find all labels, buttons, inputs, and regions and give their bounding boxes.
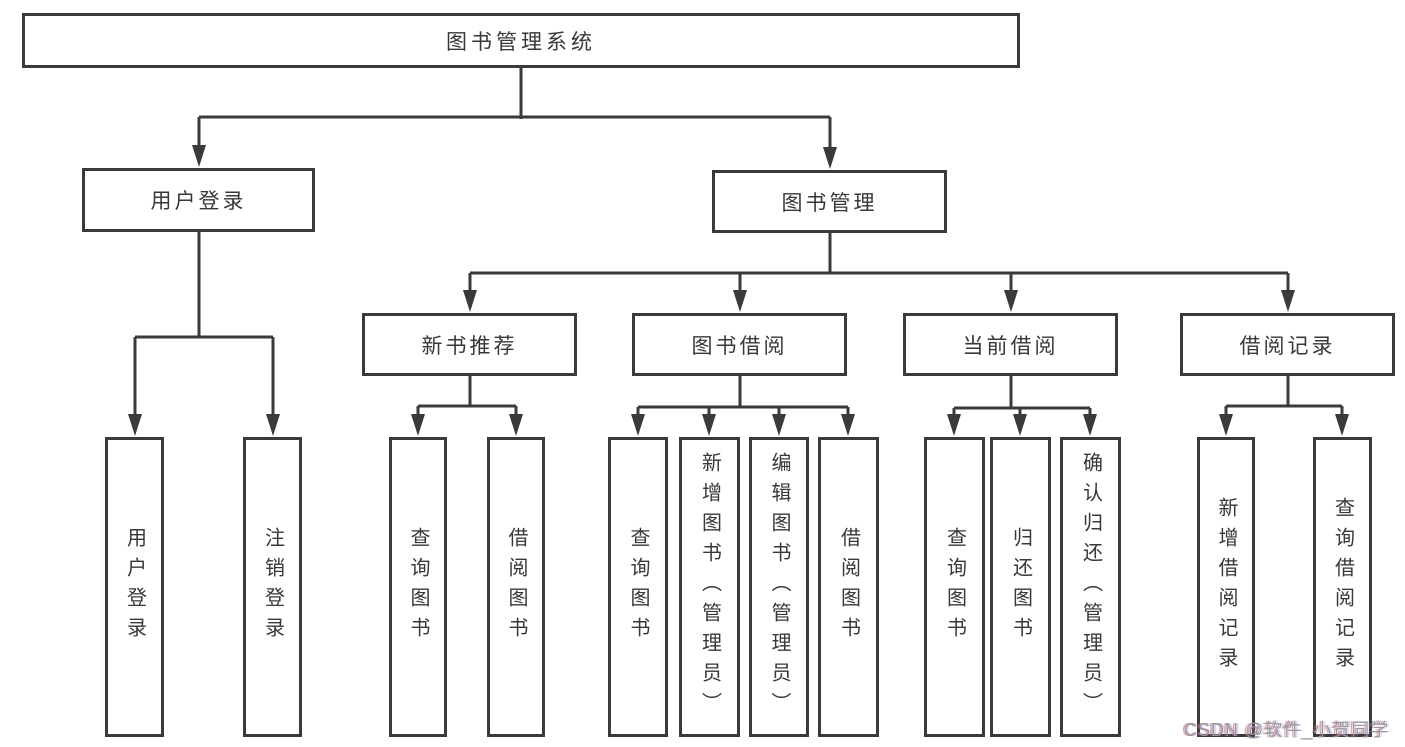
node-label: 借阅记录 — [1239, 334, 1336, 358]
arrow-down-icon — [1281, 290, 1295, 312]
node-label: 查询图书 — [627, 527, 649, 647]
leaf-logout: 注销登录 — [243, 437, 302, 737]
leaf-borrow-query-books: 查询图书 — [608, 437, 668, 737]
arrow-down-icon — [266, 414, 280, 436]
node-label: 查询借阅记录 — [1331, 497, 1354, 677]
node-label: 新增图书（管理员） — [698, 452, 721, 722]
node-book-management: 图书管理 — [712, 170, 947, 233]
leaf-recommend-query-books: 查询图书 — [389, 437, 447, 737]
node-label: 编辑图书（管理员） — [768, 452, 790, 722]
leaf-user-login: 用户登录 — [105, 437, 164, 737]
leaf-borrow-add-books-admin: 新增图书（管理员） — [679, 437, 740, 737]
arrow-down-icon — [702, 414, 716, 436]
csdn-watermark: CSDN @软件_小贺同学 — [1184, 720, 1390, 740]
leaf-current-confirm-return-admin: 确认归还（管理员） — [1060, 437, 1121, 737]
node-label: 归还图书 — [1009, 527, 1032, 647]
node-label: 图书借阅 — [691, 334, 788, 358]
node-label: 图书管理 — [781, 191, 878, 215]
node-new-book-recommend: 新书推荐 — [362, 313, 577, 376]
node-user-login: 用户登录 — [82, 168, 315, 232]
leaf-current-return-books: 归还图书 — [990, 437, 1051, 737]
node-label: 借阅图书 — [837, 527, 860, 647]
node-label: 借阅图书 — [505, 527, 527, 647]
node-label: 用户登录 — [123, 527, 146, 647]
leaf-current-query-books: 查询图书 — [924, 437, 985, 737]
connector-path — [133, 68, 1344, 420]
arrow-down-icon — [411, 414, 425, 436]
node-label: 查询图书 — [407, 527, 429, 647]
arrow-down-icon — [733, 290, 747, 312]
arrow-down-icon — [128, 414, 142, 436]
leaf-recommend-borrow-books: 借阅图书 — [487, 437, 545, 737]
arrow-down-icon — [463, 290, 477, 312]
arrow-down-icon — [192, 145, 206, 167]
node-label: 确认归还（管理员） — [1079, 452, 1102, 722]
arrow-down-icon — [1013, 414, 1027, 436]
arrow-down-icon — [823, 147, 837, 169]
arrow-down-icon — [1335, 414, 1349, 436]
node-current-borrow: 当前借阅 — [903, 313, 1118, 376]
arrow-down-icon — [1004, 290, 1018, 312]
arrow-down-icon — [841, 414, 855, 436]
arrow-down-icon — [947, 414, 961, 436]
arrow-down-icon — [631, 414, 645, 436]
node-label: 注销登录 — [261, 527, 284, 647]
leaf-borrow-edit-books-admin: 编辑图书（管理员） — [749, 437, 809, 737]
arrowhead-icons — [128, 145, 1349, 436]
arrow-down-icon — [509, 414, 523, 436]
leaf-records-query-borrow-record: 查询借阅记录 — [1313, 437, 1372, 737]
node-label: 用户登录 — [150, 190, 247, 213]
arrow-down-icon — [772, 414, 786, 436]
arrow-down-icon — [1083, 414, 1097, 436]
node-label: 图书管理系统 — [446, 30, 596, 54]
node-label: 当前借阅 — [962, 334, 1059, 358]
node-borrow-records: 借阅记录 — [1180, 313, 1395, 376]
node-book-borrow: 图书借阅 — [632, 313, 847, 376]
node-library-management-system: 图书管理系统 — [22, 13, 1020, 68]
arrow-down-icon — [1219, 414, 1233, 436]
node-label: 新书推荐 — [421, 334, 518, 358]
node-label: 新增借阅记录 — [1215, 497, 1237, 677]
node-label: 查询图书 — [943, 527, 966, 647]
leaf-records-add-borrow-record: 新增借阅记录 — [1197, 437, 1255, 737]
leaf-borrow-borrow-books: 借阅图书 — [818, 437, 879, 737]
